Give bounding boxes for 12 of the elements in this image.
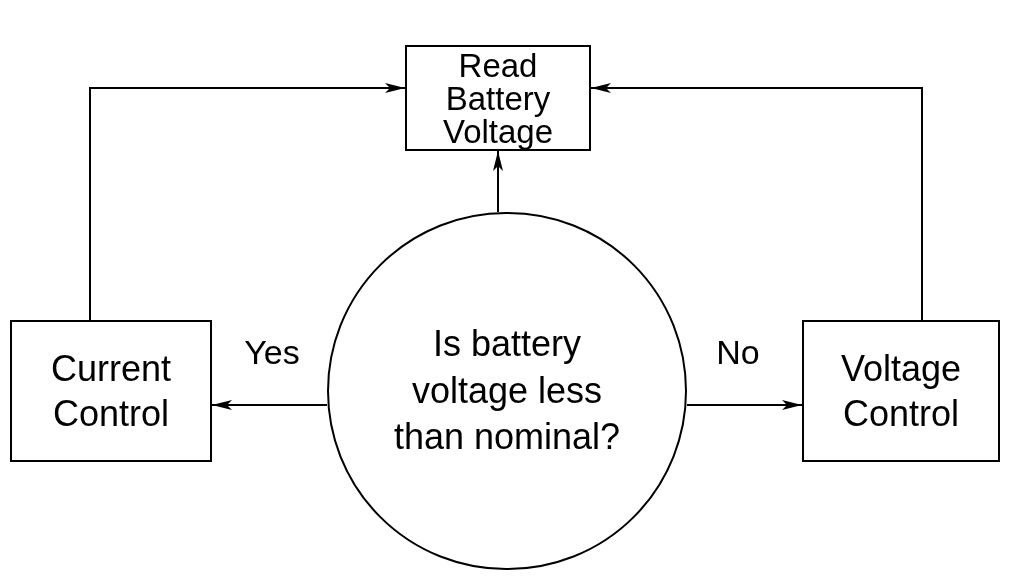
node-text: Voltage Control [839, 347, 963, 436]
node-text: Current Control [49, 347, 172, 436]
process-box [10, 320, 212, 462]
arrow [89, 83, 406, 321]
node-text: Read Battery Voltage [441, 48, 555, 148]
arrow [211, 400, 328, 410]
arrow [493, 150, 503, 213]
arrow [590, 83, 923, 321]
node-text: Is battery voltage less than nominal? [392, 321, 622, 460]
arrow [686, 400, 803, 410]
process-box [405, 45, 591, 151]
process-box [802, 320, 1000, 462]
